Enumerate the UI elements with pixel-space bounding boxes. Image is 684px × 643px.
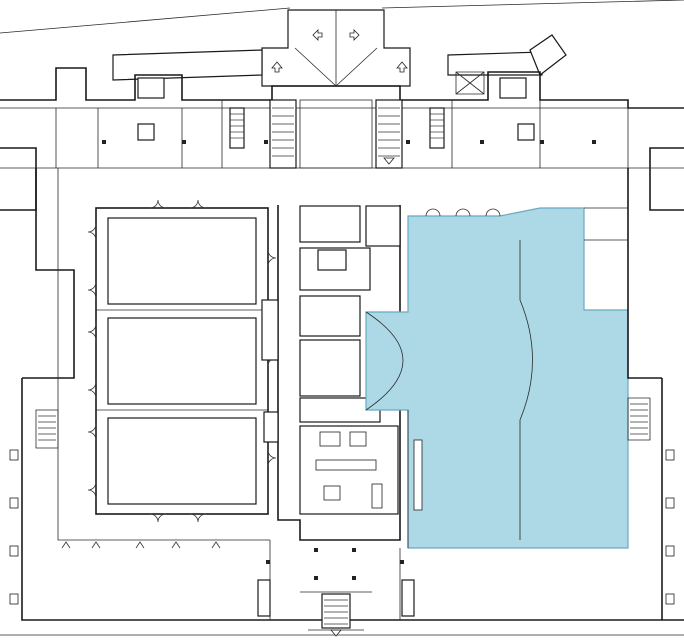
ne-shaft [455, 71, 485, 95]
meeting-room-2 [107, 317, 257, 405]
south-facade [21, 378, 684, 621]
east-wing-wall [627, 168, 662, 379]
ne-canopy [447, 51, 543, 76]
north-facade [0, 67, 684, 109]
nw-canopy [112, 49, 263, 81]
meeting-room-block [95, 207, 269, 515]
west-entry-bay [0, 147, 37, 211]
arrow-up-icon [271, 61, 283, 73]
nw-stair-core [137, 77, 165, 99]
east-stair-box [627, 397, 651, 441]
nw-service-room [137, 123, 155, 141]
site-boundary-line [0, 7, 291, 34]
west-stair-box [35, 409, 59, 449]
stair-south [321, 593, 351, 637]
core-room-ne [365, 205, 401, 247]
arrow-down-icon [383, 157, 395, 165]
meeting-room-1 [107, 217, 257, 305]
ne-ramp [529, 34, 567, 76]
arrow-up-icon [396, 61, 408, 73]
west-wing-wall [22, 168, 75, 379]
meeting-room-3 [107, 417, 257, 505]
north-corridor [0, 107, 684, 169]
north-entrance [261, 9, 411, 87]
ne-stair-core [499, 77, 527, 99]
core-room-north [299, 205, 361, 243]
arrow-right-icon [349, 29, 360, 41]
hall-service-counter [413, 439, 423, 511]
stair-west [38, 415, 56, 441]
stair-ne [375, 99, 403, 169]
west-columns [9, 449, 675, 605]
west-corridor [57, 168, 270, 541]
stair-east [630, 403, 648, 435]
stair-nw [269, 99, 297, 169]
south-duct-w [257, 579, 271, 617]
stair-elevator-ne [429, 107, 445, 149]
structural-columns [102, 140, 596, 580]
curved-partition-center [519, 240, 533, 540]
core-room-c [299, 339, 361, 397]
core-room-b [299, 295, 361, 337]
south-corridor-doors [61, 541, 221, 549]
east-hall-floor [365, 207, 629, 549]
meeting-room-doors [87, 199, 277, 523]
stair-elevator-nw [229, 107, 245, 149]
east-wing-partitions [584, 207, 628, 241]
east-hall-doors [425, 208, 501, 217]
ne-service-room [517, 123, 535, 141]
service-core [261, 205, 401, 541]
core-duct [263, 411, 279, 443]
curved-partition-west [365, 311, 404, 411]
site-boundary-line-east [381, 0, 684, 9]
east-hall [365, 207, 629, 549]
core-wc [261, 299, 279, 361]
east-entry-bay [649, 147, 684, 211]
elevator-1 [317, 249, 347, 271]
south-duct-e [401, 579, 415, 617]
north-corridor-partitions [55, 100, 629, 168]
north-lobby [299, 99, 373, 169]
arrow-left-icon [312, 29, 323, 41]
